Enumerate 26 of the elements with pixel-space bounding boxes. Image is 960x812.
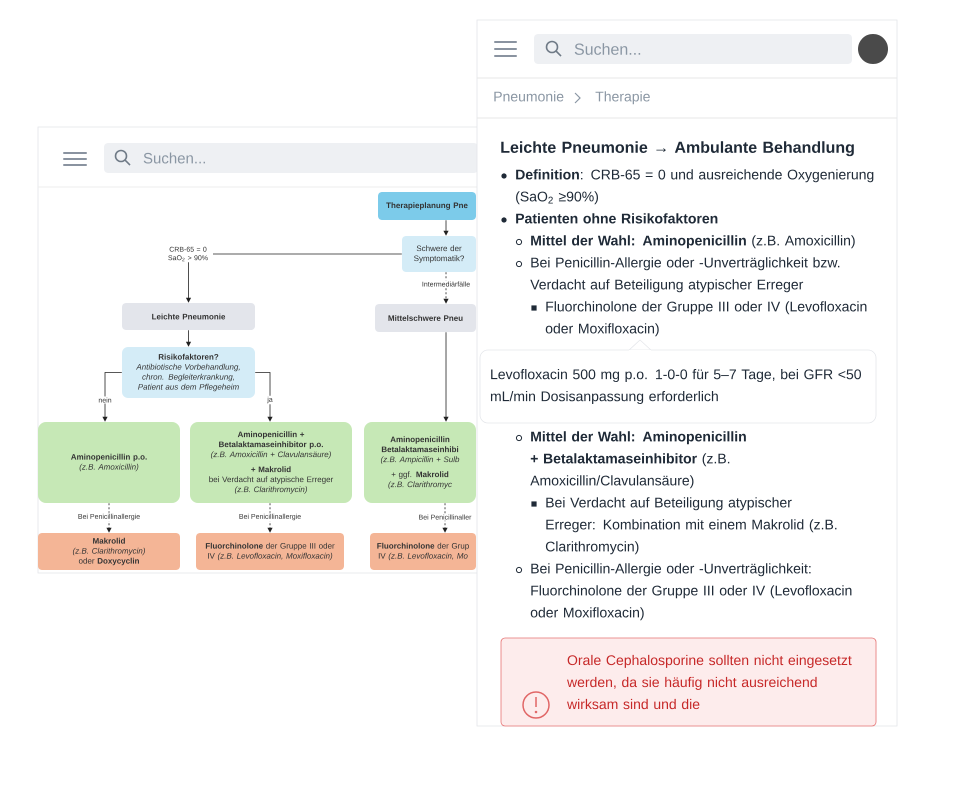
list-item-text: Bei Penicillin-Allergie oder -Unverträglichkeit bzw. Verdacht auf Beteiligung atypischer Erreger (530, 257, 840, 292)
search-field: Suchen... (104, 143, 478, 173)
start-box: Therapieplanung Pne (378, 192, 476, 220)
alert-box: Orale Cephalosporine sollten nicht eingesetzt werden, da sie häufig nicht ausreichend wirksam sind und die (500, 638, 876, 726)
list-item-text: Definition: CRB-65 = 0 und ausreichende Oxygenierung (SaO$_{2}$ ≥90%) (516, 169, 874, 204)
list-item-text: Fluorchinolone der Gruppe III oder IV (Levofloxacin oder Moxifloxacin) (546, 301, 866, 336)
process-box: Mittelschwere Pneu (375, 304, 476, 332)
breadcrumb-text: Therapie (596, 91, 650, 104)
alternative-box: Fluorchinolone der Gruppe III oder IV (z.B. Levofloxacin, Moxifloxacin) (196, 533, 344, 570)
node-label: Mittelschwere Pneu (388, 315, 463, 321)
breadcrumb-link: Pneumonie (494, 91, 564, 102)
decision-box: Risikofaktoren? Antibiotische Vorbehandlung, chron. Begleiterkrankung, Patient aus dem Pflegeheim (122, 347, 255, 398)
tooltip: Levofloxacin 500 mg p.o. 1-0-0 für 5–7 Tage, bei GFR <50 mL/min Dosisanpassung erforderlich (480, 339, 876, 424)
section-heading: Leichte Pneumonie → Ambulante Behandlung (501, 141, 854, 156)
list-item-text: Patienten ohne Risikofaktoren (516, 213, 718, 224)
process-box: Leichte Pneumonie (122, 303, 255, 330)
therapy-box: Aminopenicillin p.o. (z.B. Amoxicillin) (38, 422, 180, 503)
alternative-box: Fluorchinolone der Grup IV (z.B. Levofloxacin, Mo (370, 533, 476, 570)
therapy-box: Aminopenicillin + Betalaktamaseinhibitor p.o. (z.B. Amoxicillin + Clavulansäure) + Makrolid bei Verdacht auf atypische Erreger (z.B. Clarithromycin) (190, 422, 352, 503)
therapy-box: Aminopenicillin Betalaktamaseinhibi (z.B. Ampicillin + Sulb + ggf. Makrolid (z.B. Clarithromyc (364, 422, 476, 503)
list-item-text: Bei Verdacht auf Beteiligung atypischer Erreger: Kombination mit einem Makrolid (z.B. Clarithromycin) (546, 497, 836, 554)
list-item-text: Mittel der Wahl: Aminopenicillin (z.B. Amoxicillin) (531, 235, 855, 248)
decision-box: Schwere der Symptomatik? (402, 236, 476, 272)
search-field: Suchen... (534, 34, 852, 64)
list-item-text: Bei Penicillin-Allergie oder -Unverträglichkeit: Fluorchinolone der Gruppe III oder IV (Levofloxacin oder Moxifloxacin) (530, 563, 852, 620)
alternative-box: Makrolid (z.B. Clarithromycin) oder Doxycyclin (38, 533, 180, 570)
